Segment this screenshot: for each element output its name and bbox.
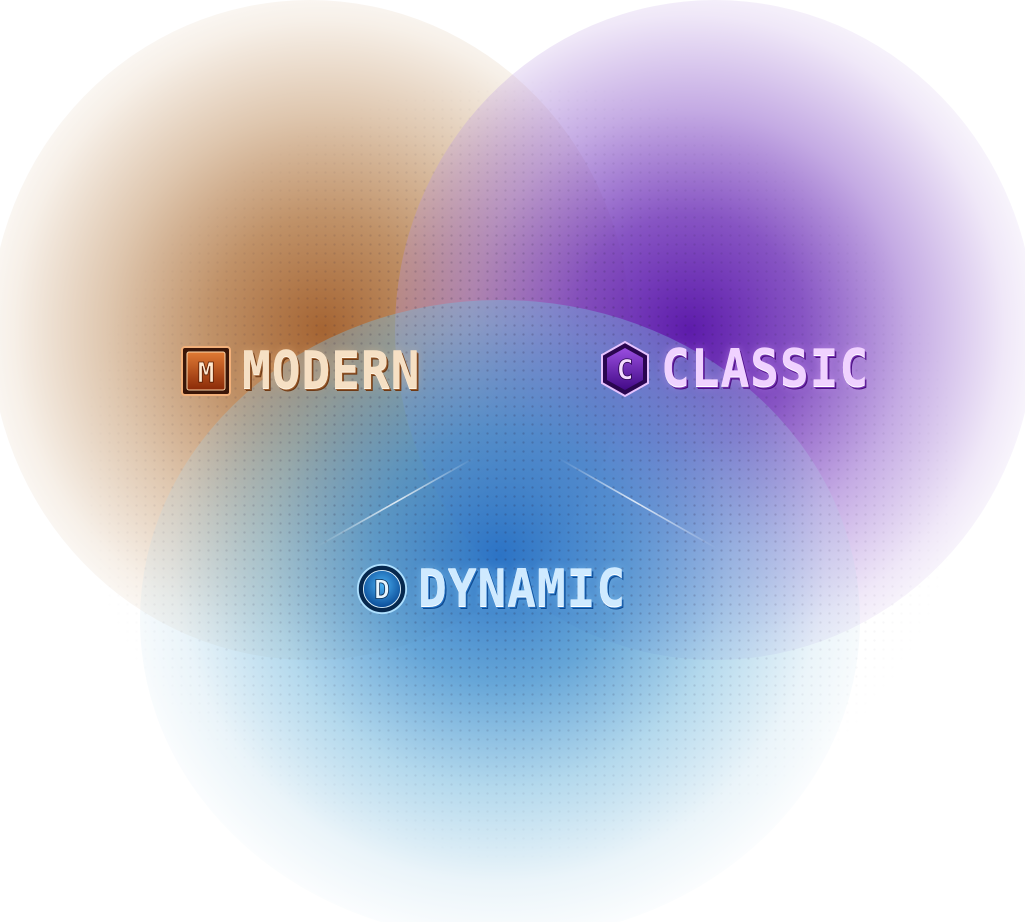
mode-option-classic[interactable]: C CLASSIC (593, 336, 893, 402)
modern-square-badge-icon: M (180, 345, 232, 397)
mode-label-dynamic: DYNAMIC (418, 559, 627, 619)
mode-option-dynamic[interactable]: D DYNAMIC (350, 556, 650, 622)
svg-text:M: M (198, 356, 215, 389)
divider-left-diagonal (317, 457, 475, 547)
divider-right-diagonal (557, 457, 717, 549)
mode-option-modern[interactable]: M MODERN (174, 338, 442, 404)
mode-label-modern: MODERN (242, 341, 421, 401)
classic-hexagon-badge-icon: C (599, 340, 651, 398)
svg-text:C: C (617, 353, 634, 386)
dot-grid-overlay (60, 60, 980, 880)
svg-text:D: D (374, 575, 390, 605)
dynamic-circle-badge-icon: D (356, 563, 408, 615)
mode-label-classic: CLASSIC (661, 339, 870, 399)
